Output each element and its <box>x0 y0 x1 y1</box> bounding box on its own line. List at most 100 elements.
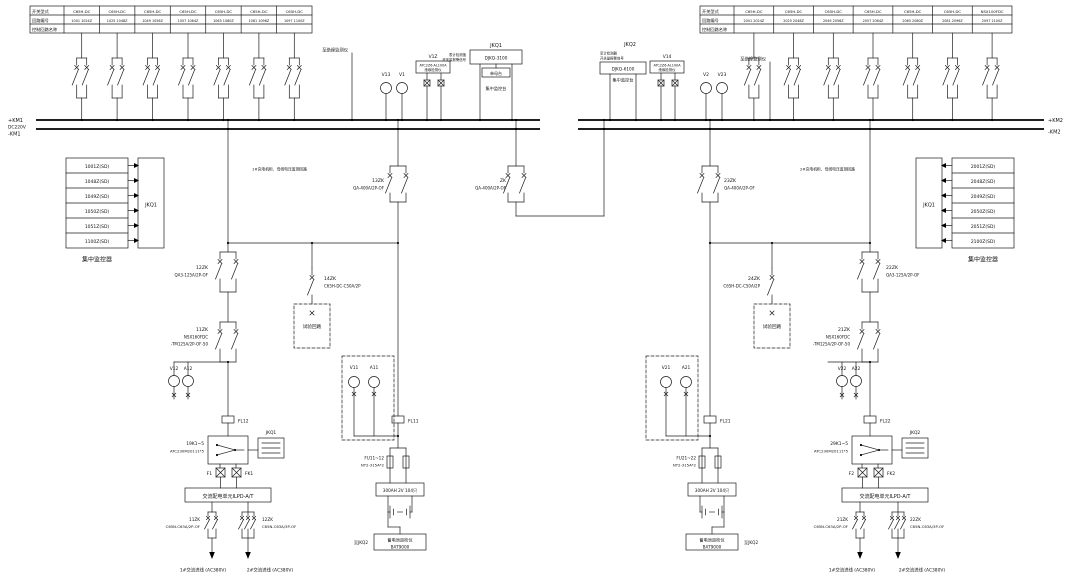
junction-dot <box>868 118 872 122</box>
wire <box>902 69 910 86</box>
junction-dot <box>951 118 954 122</box>
monitor-row-label: 1050Z(SD) <box>85 209 110 215</box>
wire <box>521 173 527 178</box>
junction-dot <box>293 118 296 122</box>
junction-dot <box>425 118 429 122</box>
bus-voltage-label: DC220V <box>8 125 26 131</box>
monitor-row-label: 1001Z(SD) <box>85 164 110 170</box>
junction-dot <box>257 118 260 122</box>
wire <box>423 79 431 87</box>
wire <box>233 259 239 264</box>
monitor-row-label: 1051Z(SD) <box>85 224 110 230</box>
insulation-device-right-model: ATC2Z6-AL100A <box>653 64 681 68</box>
voltmeter-v23-label: V23 <box>718 72 727 78</box>
wire <box>258 69 266 86</box>
bus-labels: +KM1 DC220V -KM1 +KM2 -KM2 <box>8 118 1063 138</box>
wire <box>155 65 161 70</box>
fuse-fk1-label: FK1 <box>245 471 253 477</box>
wire <box>286 65 292 70</box>
fuse-f2-label: F2 <box>849 471 855 477</box>
wire <box>81 69 89 86</box>
junction-dot <box>222 118 225 122</box>
jkq2-note-line1: 至计检测器 <box>600 51 618 56</box>
shunt-labels: FL12 FL11 FL21 FL22 <box>238 419 891 425</box>
wire <box>853 515 859 521</box>
meter-a12-label: A12 <box>184 366 193 372</box>
junction-dot <box>510 118 514 122</box>
junction-dot <box>186 118 190 122</box>
bus-left-negative-label: -KM1 <box>8 132 21 138</box>
box <box>645 355 699 441</box>
wire <box>875 259 881 264</box>
meter-circle <box>836 375 848 387</box>
junction-dot <box>401 511 403 513</box>
arrow-down-icon <box>857 552 863 559</box>
junction-dot <box>659 118 663 122</box>
table-row-header: 控制回路名称 <box>702 26 727 33</box>
wire <box>251 515 257 521</box>
wire <box>982 69 990 86</box>
breaker-13zk-spec: QA-400A/2P-OF <box>353 186 385 191</box>
breaker-ac21-spec: C65N-C63A/2P-OF <box>814 524 848 529</box>
wire <box>204 519 210 530</box>
meter-circle <box>680 376 692 388</box>
insulation-device-left-id: V1Z <box>429 54 438 60</box>
wire <box>873 333 880 350</box>
wire <box>231 263 238 280</box>
table-cell-switch-type: C65H-DC <box>144 9 162 14</box>
wire <box>769 310 775 316</box>
wire <box>683 391 689 397</box>
breaker-21zk-id: 21ZK <box>838 327 851 333</box>
box <box>915 157 943 249</box>
arrow-left-icon <box>941 208 946 213</box>
wire <box>713 177 720 194</box>
branch-note-left: 1#充电机柜、母线电压监测回路 <box>252 167 307 172</box>
wire <box>839 392 845 398</box>
junction-dot <box>720 118 724 122</box>
arrow-right-icon <box>134 178 139 183</box>
insulation-device-right-name: 绝缘检测仪 <box>659 67 677 72</box>
wire <box>401 177 408 194</box>
table-cell-circuit-no: 2065 2080Z <box>902 19 923 23</box>
wire <box>657 79 665 87</box>
junction-dot <box>868 127 872 131</box>
wire <box>793 69 801 86</box>
wire <box>915 65 921 70</box>
box <box>293 303 331 349</box>
monitor-row-label: 2048Z(SD) <box>971 179 996 185</box>
fuse-fu11-id: FU11~12 <box>364 456 384 461</box>
wire <box>823 69 831 86</box>
monitor-row-label: 2001Z(SD) <box>971 164 996 170</box>
wire <box>889 515 895 521</box>
box <box>649 60 685 74</box>
wire <box>857 263 864 280</box>
wire <box>825 65 831 70</box>
table-cell-circuit-no: 2049 2056Z <box>823 19 844 23</box>
wire <box>865 65 871 70</box>
junction-dot <box>708 241 712 245</box>
wire <box>767 279 774 296</box>
breaker-23zk-id: 23ZK <box>724 178 737 184</box>
table-cell-circuit-no: 1049 1056Z <box>142 19 163 23</box>
ac-input-right-2-label: 2#交流进线 (AC380V) <box>899 567 946 574</box>
wire <box>875 329 881 334</box>
wire <box>216 449 236 456</box>
wire <box>190 65 196 70</box>
meter-circle <box>396 82 408 94</box>
shunt-fl12-label: FL12 <box>238 419 249 425</box>
table-cell-switch-type: C65H-DC <box>825 9 843 14</box>
jkq1-box-model: DJKQ-3100 <box>485 56 508 61</box>
junction-dot <box>792 118 795 122</box>
junction-dot <box>116 118 119 122</box>
breaker-labels: 13ZK QA-400A/2P-OF ZK QA-400A/2P-OF 23ZK… <box>166 178 945 529</box>
wire <box>835 65 841 70</box>
junction-dot <box>602 127 606 131</box>
wire <box>863 69 870 86</box>
insulation-device-left-model: ATC2Z6-AL100A <box>419 64 447 68</box>
wire <box>284 69 292 86</box>
wire <box>769 275 775 280</box>
monitor-row-label: 1048Z(SD) <box>85 179 110 185</box>
schematic-labels: +KM1 DC220V -KM1 +KM2 -KM2 V13 V1 V1Z AT… <box>8 42 1063 574</box>
